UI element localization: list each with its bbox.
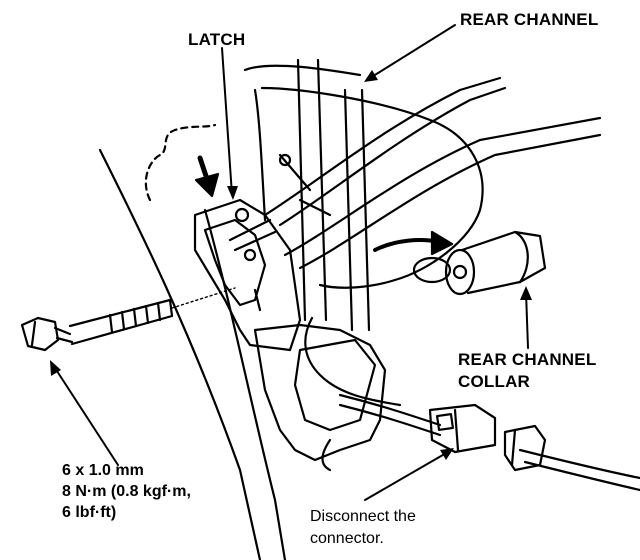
dashed-outline xyxy=(144,123,217,202)
disconnect-label-line1: Disconnect the xyxy=(310,508,416,525)
collar-icon xyxy=(412,230,547,296)
rear-channel-collar-label-line1: REAR CHANNEL xyxy=(458,350,597,369)
pointer-arrow-icon xyxy=(373,230,454,256)
leader-arrowheads xyxy=(50,70,532,460)
rear-channel-collar-label-line2: COLLAR xyxy=(458,372,531,391)
lock-rod xyxy=(263,76,602,270)
door-panel-outline xyxy=(98,64,362,560)
latch-label: LATCH xyxy=(188,30,246,49)
rear-channel-label: REAR CHANNEL xyxy=(460,10,599,29)
glass-panel xyxy=(260,86,484,289)
latch-icon xyxy=(193,153,332,352)
wire-harness xyxy=(338,393,640,492)
down-arrow-icon xyxy=(194,155,220,198)
connector-icon xyxy=(428,403,547,472)
torque-label-line2: 6 lbf·ft) xyxy=(62,504,117,521)
leader-lines xyxy=(54,24,529,501)
torque-label-line1: 8 N·m (0.8 kgf·m, xyxy=(62,483,191,500)
bolt-size-label: 6 x 1.0 mm xyxy=(62,462,144,479)
door-lock-actuator xyxy=(253,316,402,472)
disconnect-label-line2: connector. xyxy=(310,530,384,547)
bolt-icon xyxy=(20,287,236,352)
